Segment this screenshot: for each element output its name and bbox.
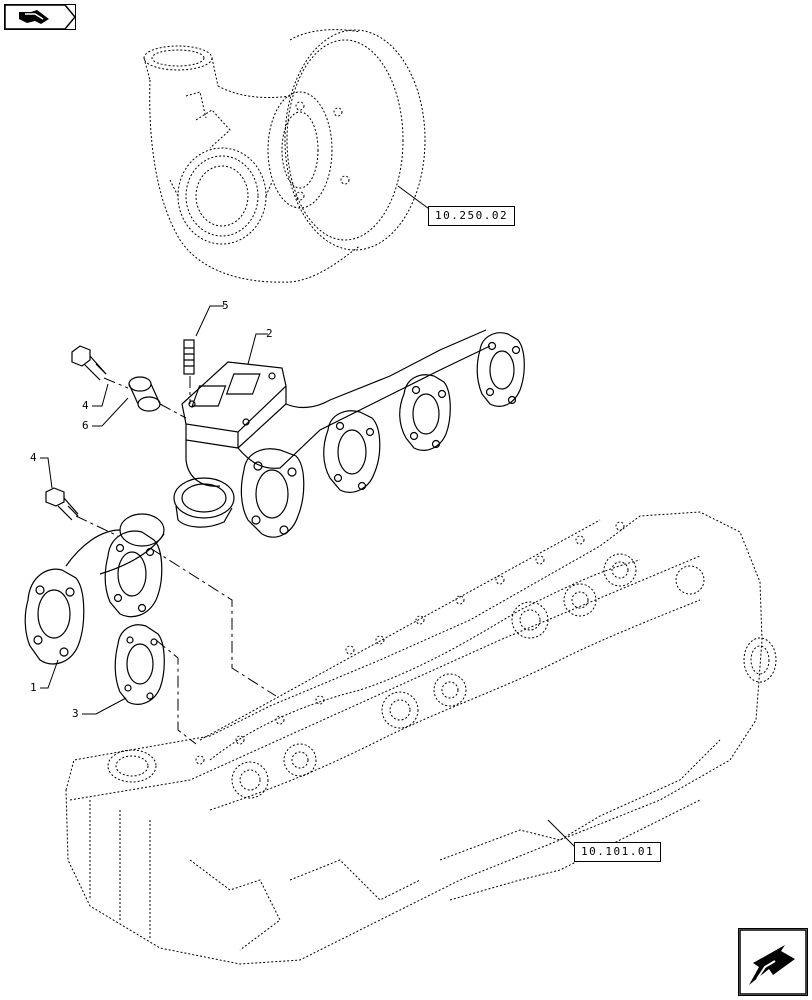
next-button[interactable] [738,928,808,996]
exhaust-manifold-rear [173,329,525,538]
back-button[interactable] [4,4,76,30]
callout-gasket: 3 [72,707,79,720]
gasket [114,624,165,705]
turbocharger-outline [143,29,426,283]
bolt-upper [71,345,107,381]
stud [183,339,195,375]
callout-bolt-lower: 4 [30,451,37,464]
callout-stud: 5 [222,299,229,312]
callout-leaders [40,305,268,715]
callout-bolt-upper: 4 [82,399,89,412]
reference-cylinder-head[interactable]: 10.101.01 [574,842,662,862]
cylinder-head-outline [65,511,777,965]
reference-turbocharger[interactable]: 10.250.02 [428,206,516,226]
spacer [128,376,161,412]
back-arrow-icon [4,4,76,30]
exhaust-manifold-front [24,513,165,665]
callout-exhaust-manifold-front: 1 [30,681,37,694]
next-arrow-icon [739,929,807,995]
assembly-lines [75,376,277,745]
bolt-lower [45,487,79,521]
cylinder-head-leader [547,819,579,851]
callout-spacer: 6 [82,419,89,432]
callout-exhaust-manifold-rear: 2 [266,327,273,340]
